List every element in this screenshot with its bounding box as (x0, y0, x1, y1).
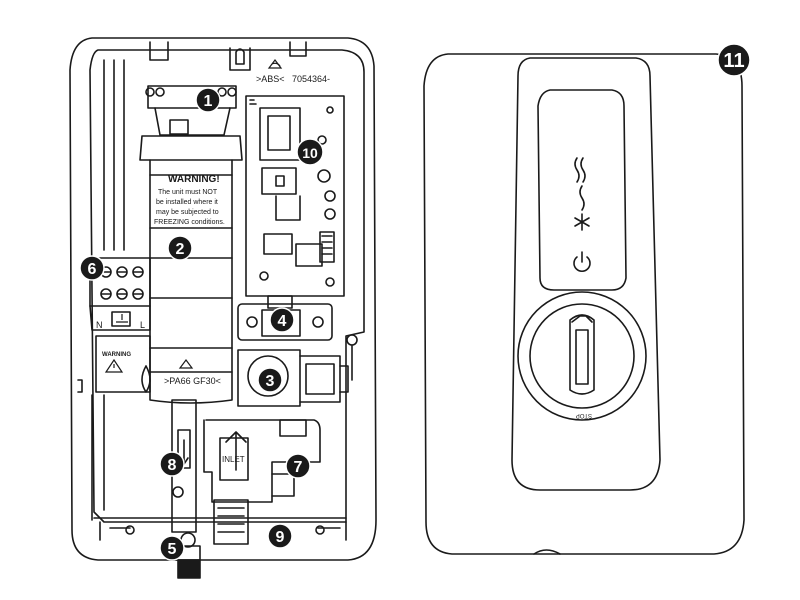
callout-group: 1 2 3 4 5 6 7 8 9 10 11 (79, 43, 751, 561)
high-heat-icon[interactable] (574, 157, 586, 183)
control-dial-ring (517, 291, 647, 421)
callout-number: 6 (88, 261, 97, 278)
callout-number: 1 (204, 93, 213, 110)
shower-front (423, 53, 745, 555)
callout-4: 4 (269, 307, 295, 333)
open-unit (69, 37, 377, 579)
callout-9: 9 (267, 523, 293, 549)
warning-line-4: FREEZING conditions. (154, 219, 225, 226)
inlet-pipe (203, 419, 321, 545)
callout-badge (296, 138, 324, 166)
callout-5: 5 (159, 535, 185, 561)
warning-title: WARNING! (168, 174, 220, 185)
callout-number: 11 (723, 50, 744, 72)
warning-line-2: be installed where it (156, 199, 218, 206)
abs-mark: >ABS< (256, 74, 285, 84)
callout-number: 4 (278, 313, 287, 330)
earth-icon (116, 314, 128, 323)
callout-badge (285, 453, 311, 479)
part-number: 7054364- (292, 74, 330, 84)
callout-1: 1 (195, 87, 221, 113)
pcb-board (245, 95, 345, 297)
warning-line-3: may be subjected to (156, 209, 219, 216)
terminal-warning: WARNING (102, 352, 131, 358)
callout-number: 8 (168, 457, 177, 474)
backplate-outline (69, 37, 377, 561)
callout-number: 3 (266, 373, 275, 390)
callout-badge (167, 235, 193, 261)
live-label: L (140, 320, 145, 330)
callout-number: 10 (302, 145, 318, 161)
callout-badge (195, 87, 221, 113)
callout-number: 5 (168, 541, 177, 558)
callout-6: 6 (79, 255, 105, 281)
callout-badge (159, 535, 185, 561)
warning-line-1: The unit must NOT (158, 189, 218, 196)
cold-icon[interactable] (574, 213, 590, 231)
terminal-block (89, 257, 151, 393)
callout-badge (257, 367, 283, 393)
warning-triangle-icon (104, 358, 124, 373)
callout-11: 11 (717, 43, 751, 77)
heater-tank (139, 85, 243, 404)
callout-badge (159, 451, 185, 477)
callout-number: 9 (276, 529, 285, 546)
callout-7: 7 (285, 453, 311, 479)
recycle-icon (178, 359, 194, 369)
material-mark: >PA66 GF30< (164, 376, 221, 386)
control-dial (529, 303, 635, 409)
callout-badge (79, 255, 105, 281)
callout-badge (269, 307, 295, 333)
inlet-label: INLET (222, 455, 245, 464)
callout-badge (717, 43, 751, 77)
backplate-inner-edge (89, 49, 365, 523)
callout-number: 2 (176, 241, 185, 258)
control-panel-outline (511, 57, 661, 491)
callout-number: 7 (294, 459, 303, 476)
bottom-vent (533, 549, 561, 555)
button-panel (537, 89, 627, 291)
recycle-icon (267, 59, 283, 69)
callout-8: 8 (159, 451, 185, 477)
dial-knob (569, 314, 595, 395)
valve-assembly (237, 334, 358, 407)
callout-2: 2 (167, 235, 193, 261)
callout-10: 10 (296, 138, 324, 166)
low-heat-icon[interactable] (579, 185, 585, 211)
callout-3: 3 (257, 367, 283, 393)
callout-badge (267, 523, 293, 549)
power-icon[interactable] (573, 251, 591, 272)
neutral-label: N (96, 320, 103, 330)
control-stop-label: STOP (576, 412, 592, 418)
